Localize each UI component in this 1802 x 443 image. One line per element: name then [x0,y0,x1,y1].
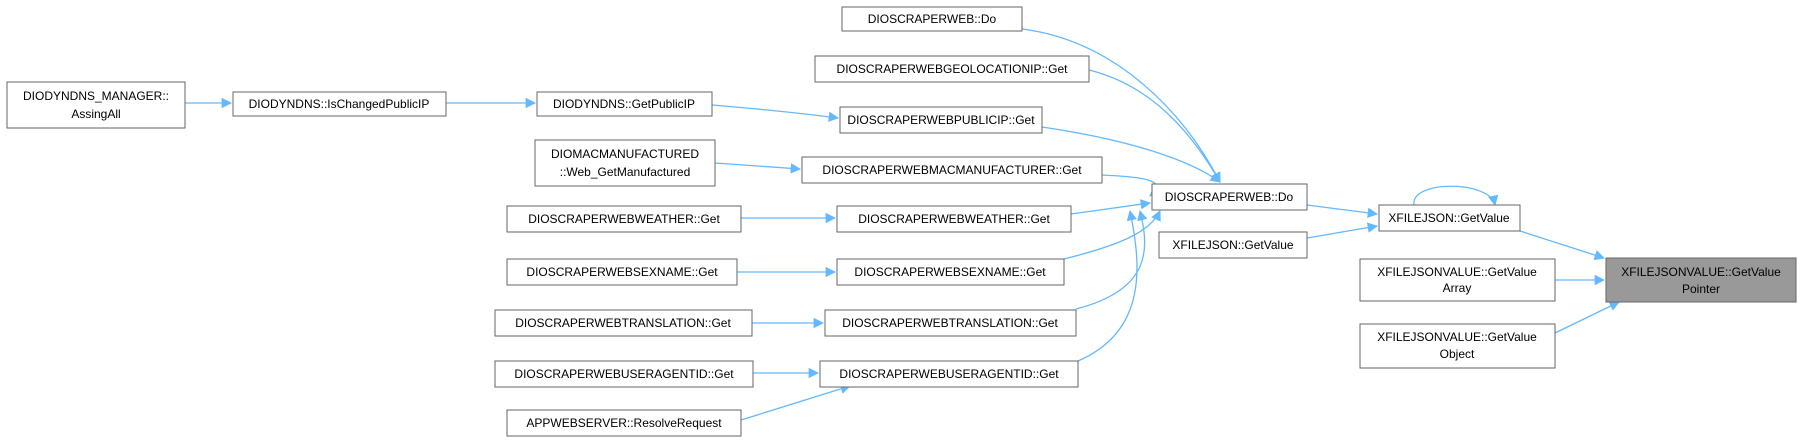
node-label: DIOSCRAPERWEB::Do [868,12,997,26]
edge-n15-n9 [1063,210,1161,260]
node-xfilejson-getvalue-main[interactable]: XFILEJSON::GetValue [1378,204,1521,232]
edges [185,28,1620,421]
node-label: DIOSCRAPERWEB::Do [1165,190,1294,204]
node-dioscraperwebweather-get[interactable]: DIOSCRAPERWEBWEATHER::Get [836,205,1072,233]
node-label: DIOSCRAPERWEBTRANSLATION::Get [842,316,1058,330]
node-label: DIOSCRAPERWEBTRANSLATION::Get [515,316,731,330]
node-dioscraperwebsexname-get-left[interactable]: DIOSCRAPERWEBSEXNAME::Get [506,258,738,286]
edge-n23-n22 [740,383,851,421]
node-dioscraperwebsexname-get[interactable]: DIOSCRAPERWEBSEXNAME::Get [836,258,1065,286]
edge-n1-n9 [1021,28,1221,183]
node-label: Pointer [1682,282,1720,296]
node-label: DIOSCRAPERWEBWEATHER::Get [528,212,720,226]
node-dioscraperwebtranslation-get-left[interactable]: DIOSCRAPERWEBTRANSLATION::Get [494,309,753,337]
node-label: AssingAll [71,107,120,121]
node-label: APPWEBSERVER::ResolveRequest [526,416,722,430]
node-label: Object [1440,347,1475,361]
node-label: DIOSCRAPERWEBSEXNAME::Get [854,265,1046,279]
node-label: DIOSCRAPERWEBUSERAGENTID::Get [839,367,1059,381]
node-diodyndns-manager-assingall[interactable]: DIODYNDNS_MANAGER:: AssingAll [6,81,186,129]
node-label: DIOSCRAPERWEBUSERAGENTID::Get [514,367,734,381]
edge-n20-n16 [1554,301,1620,334]
edge-n12-n16 [1519,230,1605,261]
node-label: XFILEJSON::GetValue [1172,238,1293,252]
node-dioscraperwebuseragentid-get[interactable]: DIOSCRAPERWEBUSERAGENTID::Get [819,360,1079,388]
node-label: ::Web_GetManufactured [560,165,691,179]
node-label: XFILEJSONVALUE::GetValue [1621,265,1781,279]
node-dioscraperwebpublicip-get[interactable]: DIOSCRAPERWEBPUBLICIP::Get [839,106,1043,134]
edge-n7-n8 [714,162,802,174]
node-appwebserver-resolverequest[interactable]: APPWEBSERVER::ResolveRequest [506,409,742,437]
edge-n12-n12 [1413,185,1499,207]
node-dioscraperweb-do-top[interactable]: DIOSCRAPERWEB::Do [841,6,1023,32]
node-label: DIODYNDNS_MANAGER:: [23,89,169,103]
node-label: DIODYNDNS::GetPublicIP [553,97,695,111]
edge-n9-n12 [1306,204,1379,218]
node-dioscraperwebuseragentid-get-left[interactable]: DIOSCRAPERWEBUSERAGENTID::Get [494,360,754,388]
node-xfilejson-getvalue-secondary[interactable]: XFILEJSON::GetValue [1158,231,1308,259]
edge-n13-n12 [1306,222,1379,239]
edge-n6-n9 [1041,126,1221,183]
node-diomacmanufactured-web-getmanufactured[interactable]: DIOMACMANUFACTURED ::Web_GetManufactured [534,139,716,187]
node-label: DIOSCRAPERWEBGEOLOCATIONIP::Get [837,62,1069,76]
nodes: DIOSCRAPERWEB::Do DIOSCRAPERWEBGEOLOCATI… [6,6,1797,437]
node-label: XFILEJSONVALUE::GetValue [1377,330,1537,344]
node-xfilejsonvalue-getvaluearray[interactable]: XFILEJSONVALUE::GetValue Array [1359,258,1556,302]
node-dioscraperwebtranslation-get[interactable]: DIOSCRAPERWEBTRANSLATION::Get [824,309,1077,337]
node-label: DIOSCRAPERWEBSEXNAME::Get [526,265,718,279]
node-label: XFILEJSON::GetValue [1388,211,1509,225]
node-label: DIOSCRAPERWEBWEATHER::Get [858,212,1050,226]
node-xfilejsonvalue-getvalueobject[interactable]: XFILEJSONVALUE::GetValue Object [1359,323,1556,369]
node-dioscraperwebweather-get-left[interactable]: DIOSCRAPERWEBWEATHER::Get [506,205,742,233]
edge-n11-n9 [1070,199,1152,215]
node-diodyndns-getpublicip[interactable]: DIODYNDNS::GetPublicIP [536,91,713,117]
node-diodyndns-ischangedpublicip[interactable]: DIODYNDNS::IsChangedPublicIP [232,91,447,117]
node-dioscraperwebgeolocationip-get[interactable]: DIOSCRAPERWEBGEOLOCATIONIP::Get [814,55,1090,83]
node-label: Array [1443,281,1472,295]
node-label: DIOSCRAPERWEBPUBLICIP::Get [847,113,1035,127]
node-label: DIODYNDNS::IsChangedPublicIP [249,97,430,111]
edge-n19-n9 [1075,209,1148,310]
edge-n2-n9 [1088,69,1221,183]
edge-n5-n6 [711,104,840,122]
node-label: DIOMACMANUFACTURED [551,147,699,161]
edge-n8-n9 [1101,174,1161,197]
node-label: XFILEJSONVALUE::GetValue [1377,265,1537,279]
node-dioscraperweb-do-center[interactable]: DIOSCRAPERWEB::Do [1151,183,1308,211]
node-xfilejsonvalue-getvaluepointer[interactable]: XFILEJSONVALUE::GetValue Pointer [1605,257,1797,303]
node-label: DIOSCRAPERWEBMACMANUFACTURER::Get [822,163,1082,177]
edge-n22-n9 [1077,209,1138,362]
node-dioscraperwebmacmanufacturer-get[interactable]: DIOSCRAPERWEBMACMANUFACTURER::Get [801,156,1103,184]
